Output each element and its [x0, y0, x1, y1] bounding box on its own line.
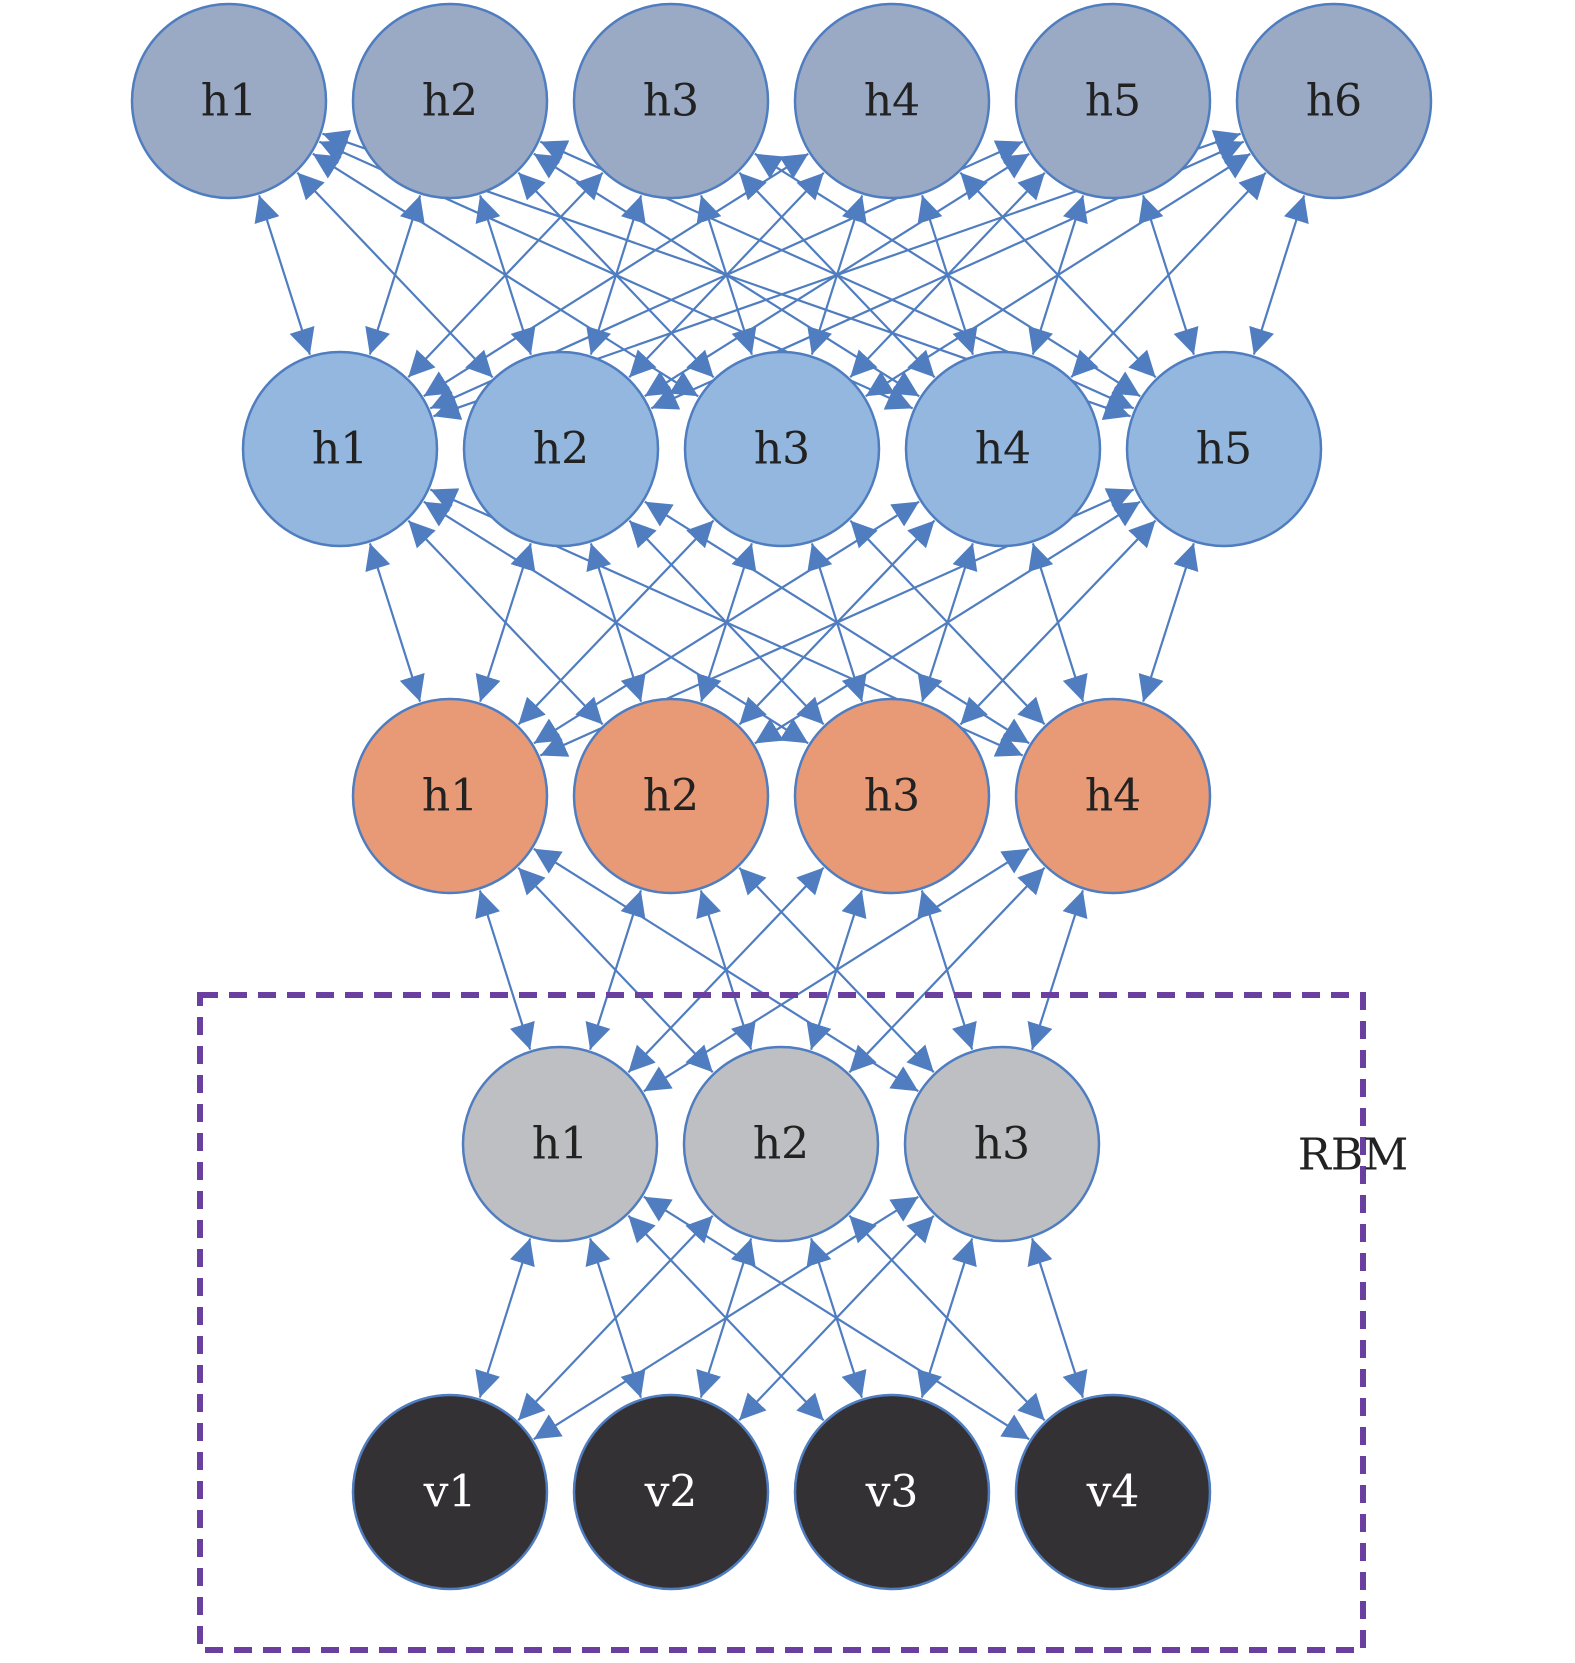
- connection-hidden-layer-1-4-to-rbm-hidden-layer-3: [1027, 889, 1088, 1051]
- connection-hidden-layer-3-3-to-hidden-layer-2-1: [407, 171, 604, 379]
- rbm-hidden-layer-node-3: [903, 1045, 1101, 1243]
- hidden-layer-2-node-3: [683, 350, 881, 548]
- hidden-layer-1-node-label-1: h1: [422, 771, 478, 822]
- hidden-layer-2-node-2: [462, 350, 660, 548]
- connection-hidden-layer-3-1-to-hidden-layer-2-1: [254, 194, 315, 356]
- hidden-layer-1-node-4: [1014, 697, 1212, 895]
- connection-rbm-hidden-layer-1-to-visible-layer-1: [475, 1238, 535, 1398]
- hidden-layer-3-node-6: [1235, 2, 1433, 200]
- connection-hidden-layer-3-6-to-hidden-layer-2-4: [1070, 171, 1267, 379]
- visible-layer-node-label-3: v3: [865, 1467, 919, 1518]
- hidden-layer-1-node-3: [793, 697, 991, 895]
- hidden-layer-3-node-label-4: h4: [864, 76, 920, 127]
- hidden-layer-2-node-1: [241, 350, 439, 548]
- rbm-hidden-layer-node-1: [461, 1045, 659, 1243]
- hidden-layer-3-node-1: [130, 2, 328, 200]
- hidden-layer-3-node-3: [572, 2, 770, 200]
- rbm-box: [197, 992, 1366, 1653]
- hidden-layer-2-node-label-3: h3: [754, 424, 810, 475]
- connection-hidden-layer-1-4-to-rbm-hidden-layer-2: [848, 866, 1046, 1074]
- hidden-layer-3-node-5: [1014, 2, 1212, 200]
- visible-layer-node-1: [351, 1393, 549, 1591]
- hidden-layer-3-node-4: [793, 2, 991, 200]
- connection-hidden-layer-1-1-to-rbm-hidden-layer-1: [475, 890, 535, 1050]
- hidden-layer-2: h1 h2 h3 h4 h5: [241, 350, 1323, 548]
- rbm-hidden-layer-node-label-1: h1: [532, 1119, 588, 1170]
- connection-hidden-layer-2-2-to-hidden-layer-1-1: [475, 542, 536, 703]
- visible-layer-node-label-2: v2: [644, 1467, 698, 1518]
- hidden-layer-1-node-label-2: h2: [643, 771, 699, 822]
- hidden-layer-1-node-1: [351, 697, 549, 895]
- rbm-hidden-layer-node-label-3: h3: [974, 1119, 1030, 1170]
- connection-hidden-layer-3-2-to-hidden-layer-2-1: [365, 195, 425, 355]
- visible-layer-node-2: [572, 1393, 770, 1591]
- hidden-layer-3-node-label-6: h6: [1306, 76, 1362, 127]
- connection-hidden-layer-1-2-to-rbm-hidden-layer-1: [585, 889, 646, 1051]
- hidden-layer-1-node-2: [572, 697, 770, 895]
- hidden-layer-3-node-label-3: h3: [643, 76, 699, 127]
- visible-layer-node-label-1: v1: [423, 1467, 477, 1518]
- hidden-layer-3-node-label-1: h1: [201, 76, 257, 127]
- connection-hidden-layer-2-5-to-hidden-layer-1-3: [959, 519, 1157, 726]
- connection-rbm-hidden-layer-3-to-visible-layer-3: [917, 1238, 977, 1398]
- hidden-layer-2-node-label-1: h1: [312, 424, 368, 475]
- connection-hidden-layer-1-3-to-rbm-hidden-layer-1: [627, 866, 825, 1074]
- hidden-layer-1-node-label-4: h4: [1085, 771, 1141, 822]
- hidden-layer-2-node-4: [904, 350, 1102, 548]
- visible-layer-node-3: [793, 1393, 991, 1591]
- hidden-layer-1: h1 h2 h3 h4: [351, 697, 1212, 895]
- visible-layer-node-4: [1014, 1393, 1212, 1591]
- hidden-layer-2-node-label-4: h4: [975, 424, 1031, 475]
- hidden-layer-2-node-label-5: h5: [1196, 424, 1252, 475]
- connection-hidden-layer-2-1-to-hidden-layer-1-1: [365, 543, 425, 702]
- rbm-hidden-layer: h1 h2 h3: [461, 1045, 1101, 1243]
- hidden-layer-3-node-label-2: h2: [422, 76, 478, 127]
- hidden-layer-3-node-label-5: h5: [1085, 76, 1141, 127]
- connection-rbm-hidden-layer-3-to-visible-layer-2: [738, 1214, 935, 1422]
- hidden-layer-1-node-label-3: h3: [864, 771, 920, 822]
- connection-rbm-hidden-layer-3-to-visible-layer-4: [1027, 1237, 1088, 1399]
- connection-hidden-layer-2-5-to-hidden-layer-1-4: [1138, 542, 1199, 703]
- rbm-hidden-layer-node-label-2: h2: [753, 1119, 809, 1170]
- visible-layer-node-label-4: v4: [1086, 1467, 1140, 1518]
- nodes: h1 h2 h3 h4 h5 h6 h1 h2 h3 h4 h5 h1 h2 h3 h4 h1 h2 h3 v1 v2…: [130, 2, 1433, 1591]
- hidden-layer-3: h1 h2 h3 h4 h5 h6: [130, 2, 1433, 200]
- hidden-layer-2-node-label-2: h2: [533, 424, 589, 475]
- connection-rbm-hidden-layer-2-to-visible-layer-1: [517, 1214, 714, 1422]
- rbm-label: RBM: [1298, 1130, 1409, 1181]
- connection-hidden-layer-2-3-to-hidden-layer-1-1: [517, 519, 715, 726]
- connection-hidden-layer-3-6-to-hidden-layer-2-5: [1249, 195, 1309, 355]
- rbm-hidden-layer-node-2: [682, 1045, 880, 1243]
- hidden-layer-3-node-2: [351, 2, 549, 200]
- visible-layer: v1 v2 v3 v4: [351, 1393, 1212, 1591]
- hidden-layer-2-node-5: [1125, 350, 1323, 548]
